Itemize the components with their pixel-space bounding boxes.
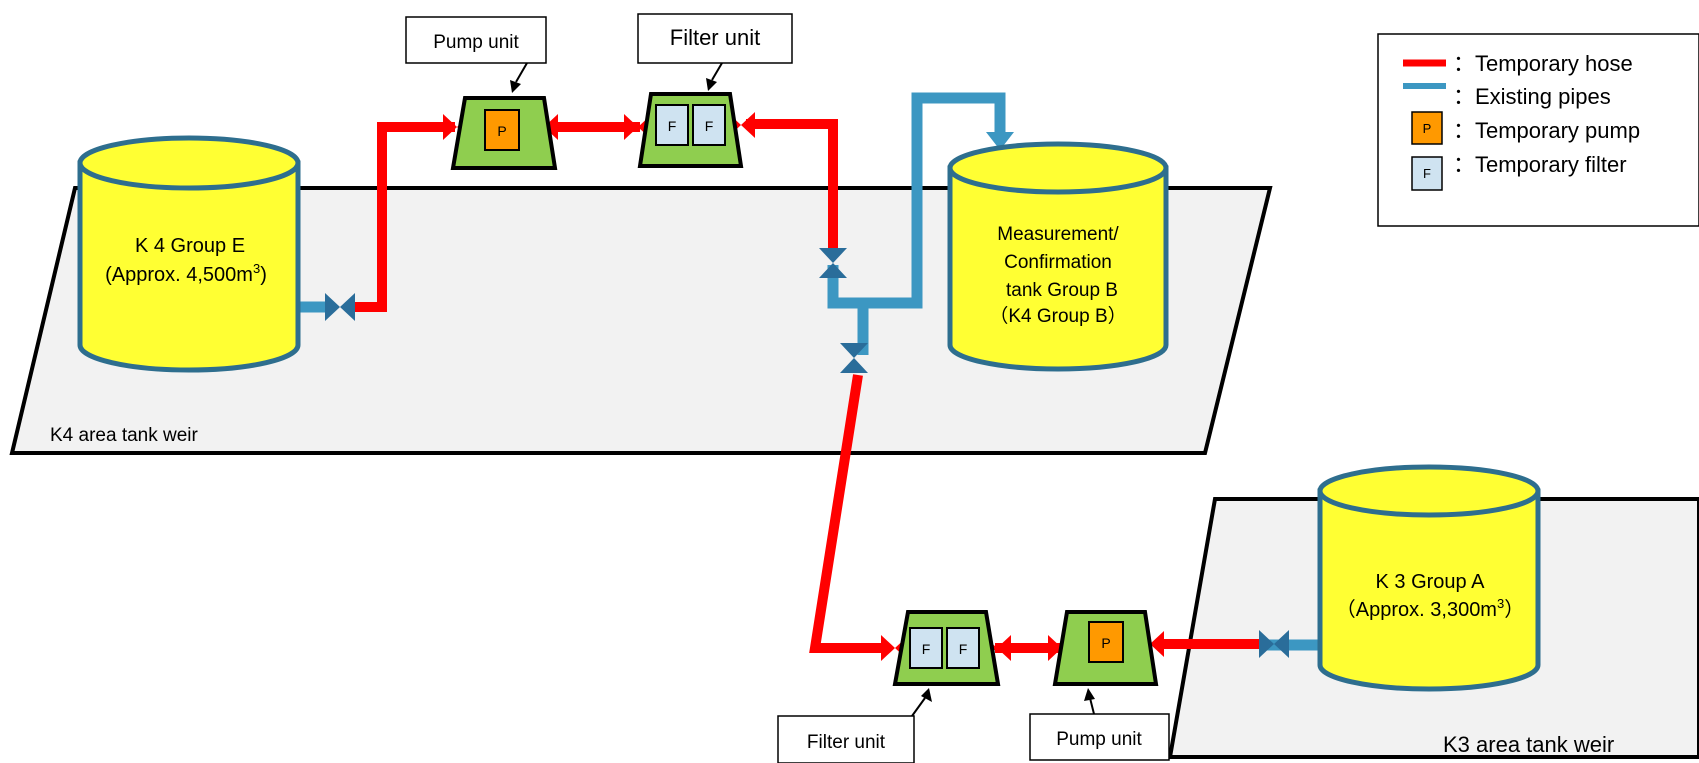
filter-icon xyxy=(655,104,689,146)
tank-measure-line3: tank Group B xyxy=(1006,280,1118,301)
callout-pump-top: Pump unit xyxy=(405,16,547,93)
tank-k3a-capacity: （Approx. 3,300m3） xyxy=(1336,596,1524,621)
filter-unit-top: F F xyxy=(637,92,744,168)
callout-pump-bottom: Pump unit xyxy=(1029,688,1170,761)
svg-text:Filter unit: Filter unit xyxy=(807,732,886,753)
svg-text:Filter unit: Filter unit xyxy=(670,25,760,50)
tank-measure-line1: Measurement/ xyxy=(997,224,1119,245)
svg-text:F: F xyxy=(705,118,714,134)
tank-k3-group-a: K 3 Group A （Approx. 3,300m3） xyxy=(1317,464,1541,692)
pipe-arrowhead xyxy=(986,132,1014,150)
k4-area-label: K4 area tank weir xyxy=(50,425,199,446)
pump-unit-bottom: P xyxy=(1052,610,1159,686)
pump-icon xyxy=(1411,111,1443,145)
legend-temporary-pump-label: ：Temporary pump xyxy=(1453,118,1640,143)
filter-icon xyxy=(909,627,943,669)
k3-area-label: K3 area tank weir xyxy=(1443,732,1614,757)
filter-icon xyxy=(946,627,980,669)
tank-k4e-name: K 4 Group E xyxy=(135,235,245,257)
svg-text:Pump unit: Pump unit xyxy=(433,32,519,53)
tank-measure-line2: Confirmation xyxy=(1004,252,1112,273)
valve-icon xyxy=(840,343,868,373)
svg-text:F: F xyxy=(668,118,677,134)
pump-icon xyxy=(1088,621,1124,663)
svg-text:F: F xyxy=(1423,166,1431,181)
temporary-hoses xyxy=(355,119,1260,653)
svg-text:P: P xyxy=(1423,121,1432,136)
existing-pipes xyxy=(298,92,1322,651)
tank-k4-group-e: K 4 Group E (Approx. 4,500m3) xyxy=(77,135,301,373)
legend-existing-pipes-label: ：Existing pipes xyxy=(1453,84,1611,109)
filter-unit-bottom: F F xyxy=(892,610,1001,686)
svg-text:F: F xyxy=(922,641,931,657)
valve-icon xyxy=(1259,630,1289,658)
legend-temporary-hose-label: ：Temporary hose xyxy=(1453,51,1633,76)
legend: ：Temporary hose ：Existing pipes P ：Tempo… xyxy=(1377,33,1699,227)
tank-k3a-name: K 3 Group A xyxy=(1376,571,1486,593)
svg-text:P: P xyxy=(1101,635,1110,651)
callout-filter-bottom: Filter unit xyxy=(777,688,932,763)
pump-icon xyxy=(484,109,520,151)
pump-unit-top: P xyxy=(450,96,558,170)
tank-measurement-group-b: Measurement/ Confirmation tank Group B （… xyxy=(947,141,1169,372)
legend-temporary-filter-label: ：Temporary filter xyxy=(1453,152,1627,177)
tank-k4e-capacity: (Approx. 4,500m3) xyxy=(105,261,267,286)
filter-icon xyxy=(692,104,726,146)
svg-text:F: F xyxy=(959,641,968,657)
svg-text:P: P xyxy=(497,123,506,139)
tank-measure-line4: （K4 Group B） xyxy=(989,305,1126,327)
valve-icon xyxy=(819,248,847,278)
valve-icon xyxy=(325,293,355,321)
svg-text:Pump unit: Pump unit xyxy=(1056,729,1142,750)
filter-icon xyxy=(1411,156,1443,191)
callout-filter-top: Filter unit xyxy=(637,13,793,91)
